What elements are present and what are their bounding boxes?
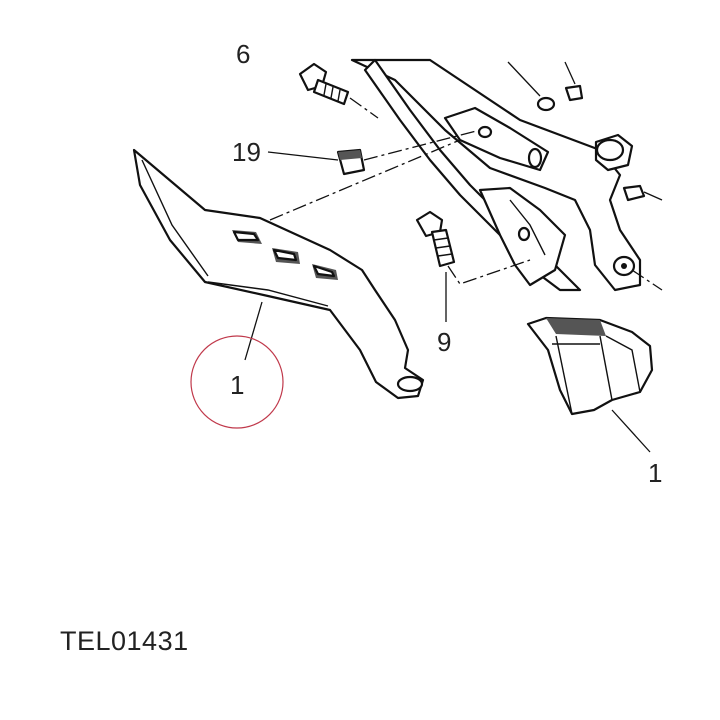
label-1-left: 1 [230,370,244,400]
label-9: 9 [437,327,451,357]
highlight-circle [190,335,284,429]
heel-guard-left [132,148,425,400]
label-1-right: 1 [648,458,662,488]
label-6: 6 [236,39,250,69]
drawing-code: TEL01431 [60,626,189,656]
footrest-hanger [350,58,663,292]
bolt-6 [298,62,350,106]
block-19 [336,148,366,176]
heel-guard-right [526,316,654,416]
bolt-9 [415,210,456,268]
label-19: 19 [232,137,261,167]
